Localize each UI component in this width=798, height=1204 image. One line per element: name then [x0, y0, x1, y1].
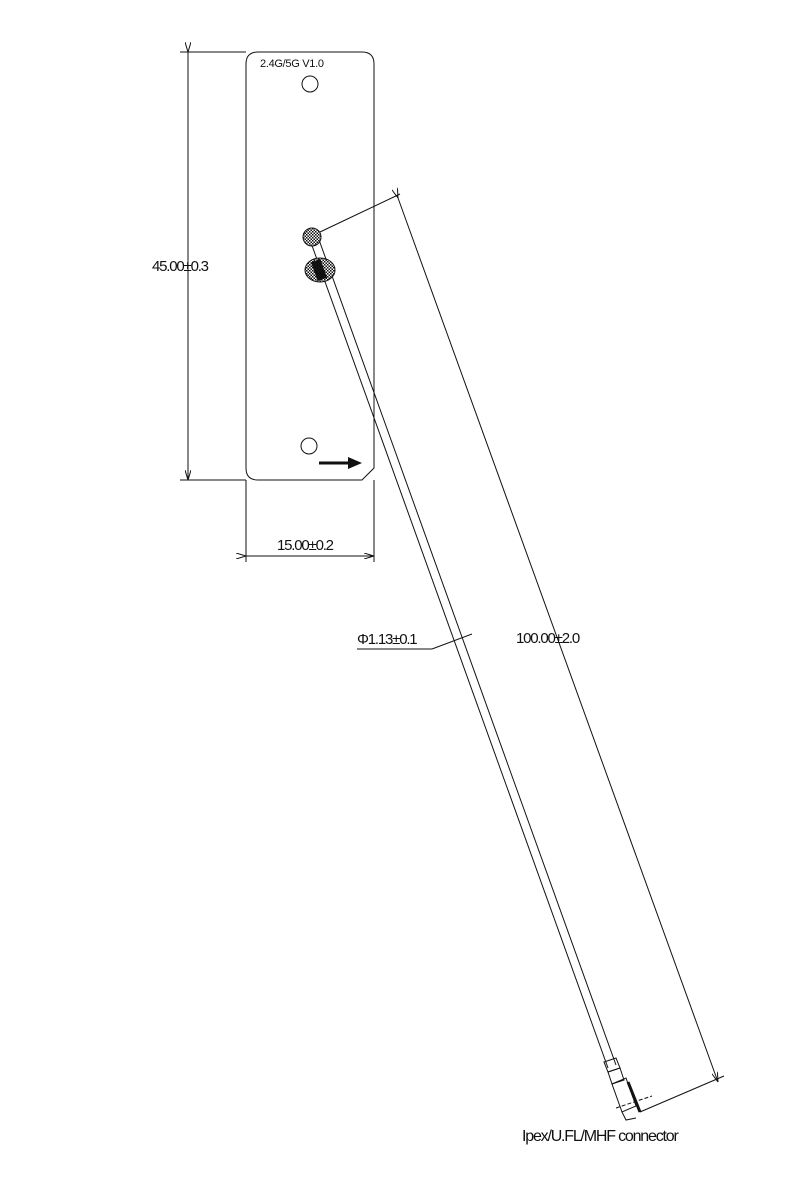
cable-length-label: 100.00±2.0 — [516, 630, 580, 647]
cable-length-dimension-line — [319, 194, 725, 1113]
mounting-hole-top — [301, 75, 319, 93]
height-dimension-line — [180, 52, 246, 481]
width-dimension-label: 15.00±0.2 — [277, 537, 334, 554]
ufl-connector — [603, 1057, 653, 1121]
feed-point — [302, 227, 322, 247]
diameter-leader-line — [357, 633, 473, 650]
mounting-hole-bottom — [300, 437, 318, 455]
board-label: 2.4G/5G V1.0 — [260, 58, 324, 70]
direction-arrow-icon — [319, 457, 362, 469]
connector-label: Ipex/U.FL/MHF connector — [522, 1128, 679, 1145]
height-dimension-label: 45.00±0.3 — [152, 258, 209, 275]
pcb-board-outline — [245, 51, 375, 481]
coax-cable — [309, 236, 617, 1069]
solder-joint — [304, 257, 336, 283]
cable-diameter-label: Φ1.13±0.1 — [357, 631, 418, 648]
width-dimension-line — [246, 480, 375, 562]
